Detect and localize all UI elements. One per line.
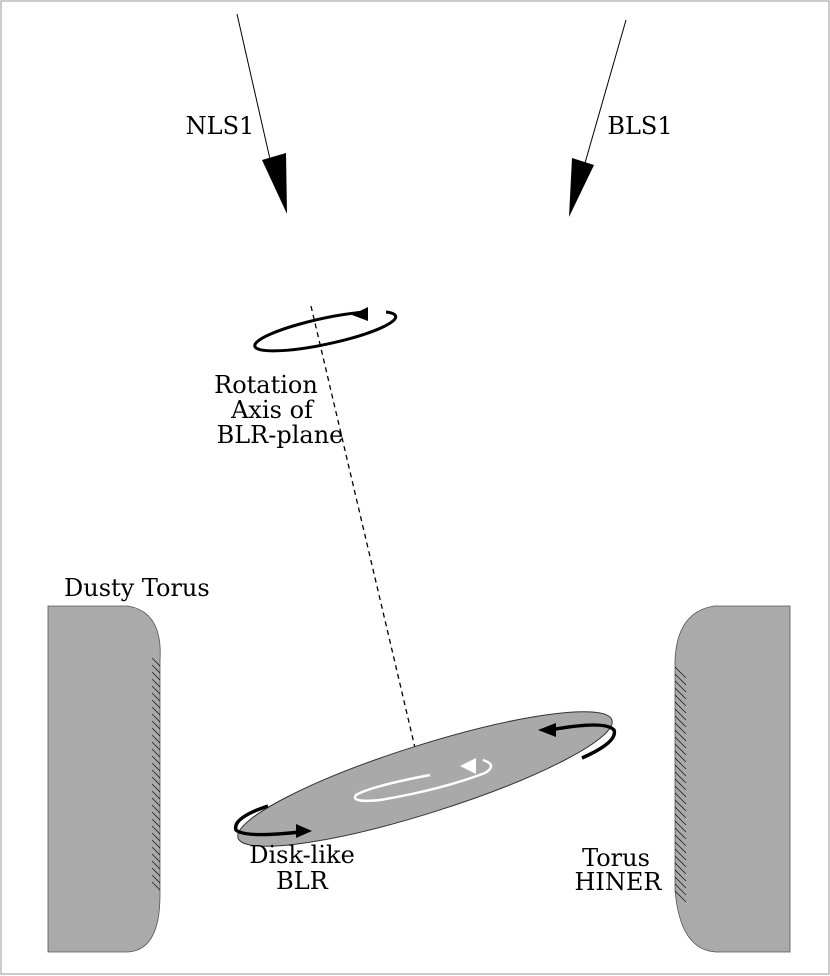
right-dusty-torus [674,605,791,953]
nls1-sightline-arrow [236,13,287,214]
bls1-sightline-arrow [569,19,627,217]
left-dusty-torus [47,605,161,953]
torus-hiner-label-line1: Torus [582,844,650,872]
disk-like-blr-label-line2: BLR [276,867,329,895]
right-torus-hiner-hatching [675,657,687,903]
torus-hiner-label-line2: HINER [575,868,663,896]
rotation-axis-ellipse [253,307,398,353]
left-torus-hiner-hatching [151,657,161,903]
disk-like-blr [233,711,617,847]
rotation-axis-label-line1: Rotation [214,371,318,399]
nls1-label: NLS1 [186,112,255,140]
rotation-axis-label-line3: BLR-plane [217,421,344,449]
rotation-axis-dashed-line [310,305,425,787]
bls1-label: BLS1 [607,112,672,140]
dusty-torus-label: Dusty Torus [64,574,210,602]
rotation-axis-label-line2: Axis of [230,396,315,424]
disk-like-blr-label-line1: Disk-like [249,841,355,869]
